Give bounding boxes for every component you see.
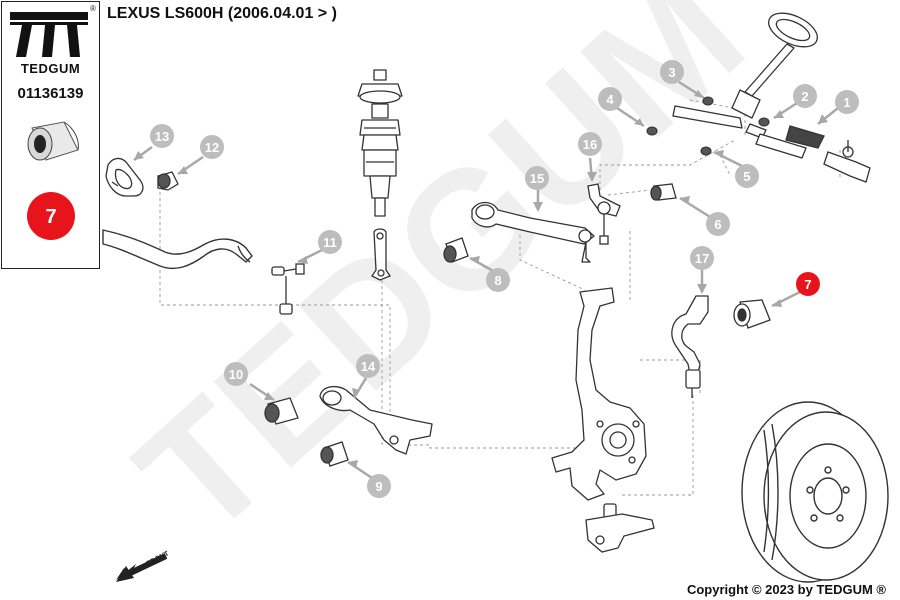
callout-14: 14 bbox=[356, 354, 380, 378]
callout-1: 1 bbox=[835, 90, 859, 114]
stabilizer-bar bbox=[102, 229, 253, 270]
callout-label: 7 bbox=[804, 277, 811, 292]
callout-8: 8 bbox=[486, 268, 510, 292]
upper-control-arm-part bbox=[471, 201, 595, 263]
brand-name: TEDGUM bbox=[20, 61, 81, 76]
callout-circle bbox=[598, 87, 622, 111]
air-suspension-strut bbox=[357, 69, 403, 217]
callout-9: 9 bbox=[367, 474, 391, 498]
part-number: 01136139 bbox=[17, 85, 84, 102]
callout-circle bbox=[525, 166, 549, 190]
bushing-9-part bbox=[320, 441, 349, 467]
callout-circle bbox=[706, 212, 730, 236]
callout-label: 13 bbox=[155, 129, 169, 144]
callout-17: 17 bbox=[690, 246, 714, 270]
bushing-8-part bbox=[443, 237, 469, 263]
callout-label: 15 bbox=[530, 171, 544, 186]
callout-6: 6 bbox=[706, 212, 730, 236]
stabilizer-bushing-part bbox=[157, 171, 179, 191]
callout-label: 16 bbox=[583, 137, 597, 152]
callout-label: 2 bbox=[801, 89, 808, 104]
callout-label: 5 bbox=[743, 169, 750, 184]
callout-label: 17 bbox=[695, 251, 709, 266]
lower-ball-joint bbox=[585, 503, 655, 553]
strut-lower-link bbox=[371, 228, 391, 281]
bushing-6-part bbox=[650, 183, 677, 201]
tedgum-logo-icon bbox=[10, 12, 88, 57]
callout-4: 4 bbox=[598, 87, 622, 111]
abs-sensor-part bbox=[671, 295, 709, 398]
callout-3: 3 bbox=[660, 60, 684, 84]
page-title: LEXUS LS600H (2006.04.01 > ) bbox=[107, 5, 337, 22]
stabilizer-link-part bbox=[271, 263, 305, 315]
callout-label: 1 bbox=[843, 95, 850, 110]
callout-label: 9 bbox=[375, 479, 382, 494]
steering-linkage bbox=[672, 12, 818, 159]
highlighted-part-badge-label: 7 bbox=[45, 206, 56, 228]
tie-rod-end bbox=[823, 140, 871, 183]
callout-circle bbox=[793, 84, 817, 108]
callout-arrowheads bbox=[134, 90, 828, 468]
part-info-panel: ® TEDGUM 01136139 7 bbox=[1, 1, 100, 269]
callout-circle bbox=[367, 474, 391, 498]
bushing-7-part bbox=[733, 299, 771, 329]
callout-12: 12 bbox=[200, 135, 224, 159]
callout-2: 2 bbox=[793, 84, 817, 108]
wheel-and-tire bbox=[741, 401, 889, 583]
callout-13: 13 bbox=[150, 124, 174, 148]
small-bushing-parts bbox=[646, 96, 770, 156]
callout-circle bbox=[660, 60, 684, 84]
front-label: FRONT bbox=[146, 550, 171, 568]
callout-label: 11 bbox=[323, 235, 337, 250]
watermark-text: TEDGUM bbox=[103, 0, 779, 572]
callout-circle bbox=[486, 268, 510, 292]
callout-label: 14 bbox=[361, 359, 376, 374]
callout-7: 7 bbox=[796, 272, 820, 296]
callout-15: 15 bbox=[525, 166, 549, 190]
callout-circle bbox=[318, 230, 342, 254]
callout-circle bbox=[578, 132, 602, 156]
bushing-10-part bbox=[264, 397, 299, 425]
bushing-thumbnail-icon bbox=[27, 121, 79, 161]
callout-label: 10 bbox=[229, 367, 243, 382]
callout-circle bbox=[224, 362, 248, 386]
callout-circle bbox=[690, 246, 714, 270]
callout-label: 4 bbox=[606, 92, 614, 107]
callout-label: 12 bbox=[205, 140, 219, 155]
callout-circle bbox=[200, 135, 224, 159]
steering-knuckle bbox=[551, 287, 647, 501]
callout-circle bbox=[735, 164, 759, 188]
callout-label: 3 bbox=[668, 65, 675, 80]
callout-circle bbox=[796, 272, 820, 296]
ball-joint-part bbox=[587, 183, 621, 245]
callout-16: 16 bbox=[578, 132, 602, 156]
front-direction-arrow: FRONT bbox=[116, 550, 171, 582]
copyright-notice: Copyright © 2023 by TEDGUM ® bbox=[686, 582, 886, 597]
callout-5: 5 bbox=[735, 164, 759, 188]
lower-control-arm-part bbox=[319, 385, 433, 455]
callout-label: 6 bbox=[714, 217, 721, 232]
callout-label: 8 bbox=[494, 273, 501, 288]
registered-mark: ® bbox=[90, 4, 96, 13]
callout-10: 10 bbox=[224, 362, 248, 386]
callout-circle bbox=[835, 90, 859, 114]
callout-circle bbox=[356, 354, 380, 378]
tie-rod-boot-part bbox=[785, 125, 825, 149]
callout-circle bbox=[150, 124, 174, 148]
stabilizer-bracket-part bbox=[105, 157, 144, 197]
highlighted-part-badge: 7 bbox=[27, 192, 75, 240]
callout-11: 11 bbox=[318, 230, 342, 254]
